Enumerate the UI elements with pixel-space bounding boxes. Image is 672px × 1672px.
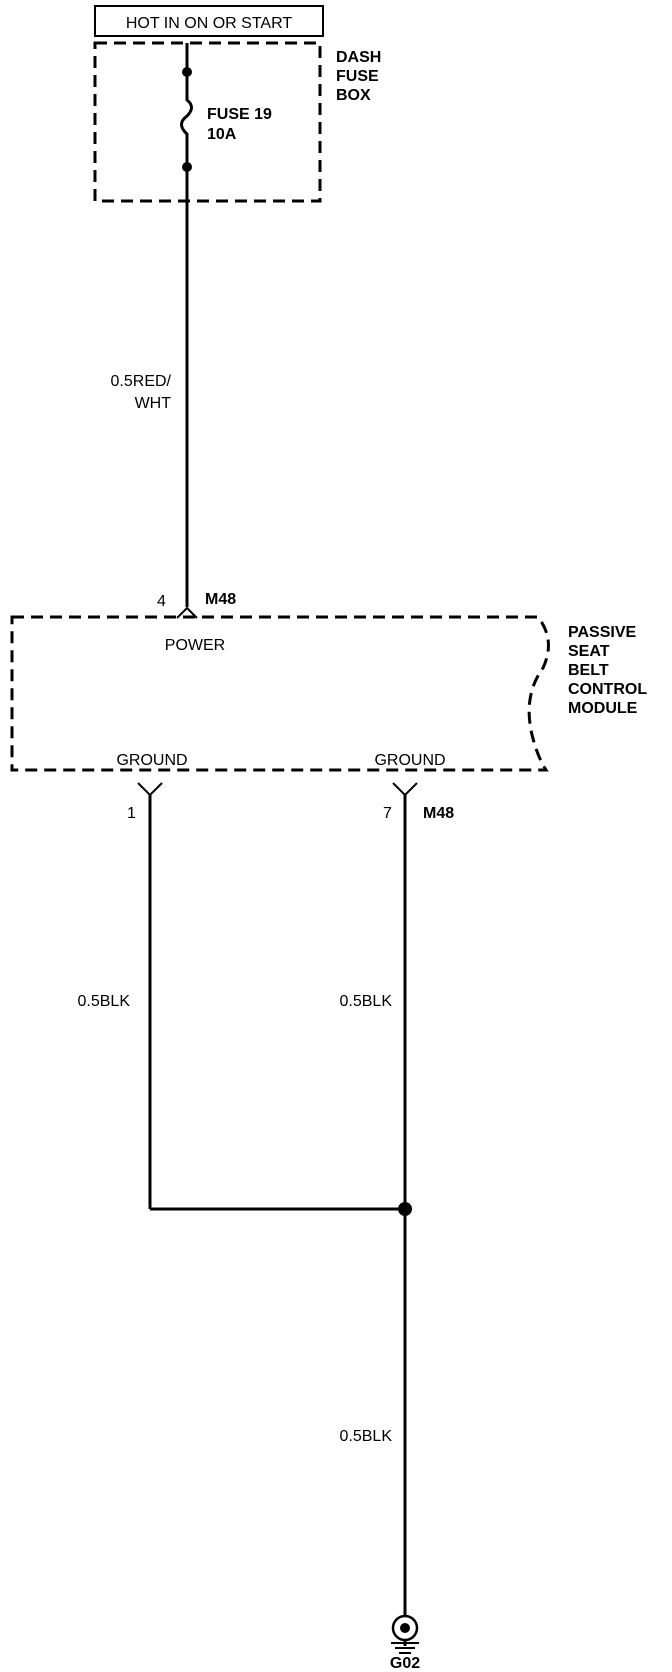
module-ground-left-label: GROUND: [116, 752, 187, 769]
wire-ground-left-label: 0.5BLK: [78, 993, 131, 1010]
ground-point-label: G02: [390, 1655, 420, 1672]
fuse-name: FUSE 19: [207, 106, 272, 123]
fuse-symbol-icon: [180, 72, 193, 167]
wire-ground-right-label: 0.5BLK: [340, 993, 393, 1010]
power-connector-chevron-icon: [176, 606, 198, 619]
fuse-box-outline: [93, 41, 322, 203]
ground-left-pin-number: 1: [127, 805, 136, 822]
module-ground-right-label: GROUND: [374, 752, 445, 769]
module-outline: [10, 615, 550, 772]
fuse-box-name-line-3: BOX: [336, 87, 371, 104]
fuse-rating: 10A: [207, 126, 237, 143]
ground-left-connector-chevron-icon: [137, 782, 163, 797]
module-name: PASSIVE SEAT BELT CONTROL MODULE: [568, 624, 647, 717]
header-box-text: HOT IN ON OR START: [126, 15, 292, 32]
ground-right-pin-number: 7: [383, 805, 392, 822]
power-connector-id: M48: [205, 591, 236, 608]
wire-power-label-line-2: WHT: [135, 395, 172, 412]
module-name-line-2: SEAT: [568, 643, 610, 660]
fuse-box-name: DASH FUSE BOX: [336, 49, 381, 104]
wire-power-label-line-1: 0.5RED/: [111, 373, 172, 390]
module-name-line-4: CONTROL: [568, 681, 647, 698]
module-name-line-1: PASSIVE: [568, 624, 637, 641]
fuse-box-name-line-2: FUSE: [336, 68, 379, 85]
splice-point: [398, 1202, 412, 1216]
ground-symbol-icon: [391, 1614, 419, 1654]
header-box: HOT IN ON OR START: [94, 5, 324, 37]
power-pin-number: 4: [157, 593, 166, 610]
ground-connector-id: M48: [423, 805, 454, 822]
wire-ground-main-label: 0.5BLK: [340, 1428, 393, 1445]
fuse-box-name-line-1: DASH: [336, 49, 381, 66]
module-name-line-3: BELT: [568, 662, 609, 679]
ground-right-connector-chevron-icon: [392, 782, 418, 797]
module-power-label: POWER: [165, 637, 225, 654]
module-name-line-5: MODULE: [568, 700, 638, 717]
